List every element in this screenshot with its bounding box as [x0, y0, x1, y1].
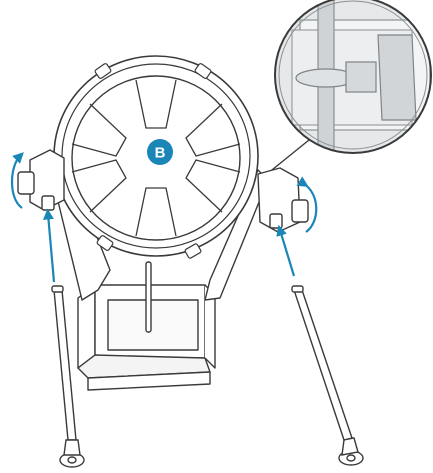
left-side-mount	[17, 149, 65, 211]
callout-badge: B	[147, 139, 173, 165]
center-post	[145, 261, 152, 333]
rotation-arrow-icon	[296, 176, 318, 233]
callout-label: B	[155, 145, 166, 162]
right-support-rod	[291, 285, 364, 466]
right-side-mount	[257, 167, 309, 233]
insertion-arrow-icon	[276, 224, 296, 277]
rotation-arrow-icon	[10, 152, 24, 209]
left-support-rod	[51, 285, 85, 468]
insertion-arrow-icon	[43, 208, 56, 283]
magnifier-inset	[274, 0, 432, 154]
